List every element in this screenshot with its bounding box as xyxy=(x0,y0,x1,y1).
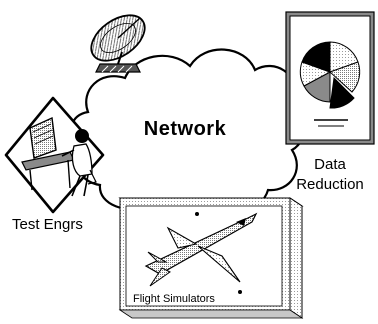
satellite-dish-icon xyxy=(90,14,146,73)
data-reduction-label-line1: Data xyxy=(314,156,346,173)
test-engineers-label: Test Engrs xyxy=(12,216,83,233)
data-reduction-label-line2: Reduction xyxy=(296,176,364,193)
test-engineer-workstation-icon xyxy=(4,96,105,214)
network-label: Network xyxy=(143,118,227,140)
pie-chart-icon xyxy=(299,41,361,109)
fighter-jet-icon xyxy=(144,212,258,294)
network-cloud xyxy=(71,48,308,219)
flight-simulator-box xyxy=(118,197,304,319)
data-reduction-panel-icon xyxy=(285,11,375,145)
data-reduction-label: Data Reduction xyxy=(290,155,370,195)
flight-simulators-label: Flight Simulators xyxy=(133,293,215,305)
